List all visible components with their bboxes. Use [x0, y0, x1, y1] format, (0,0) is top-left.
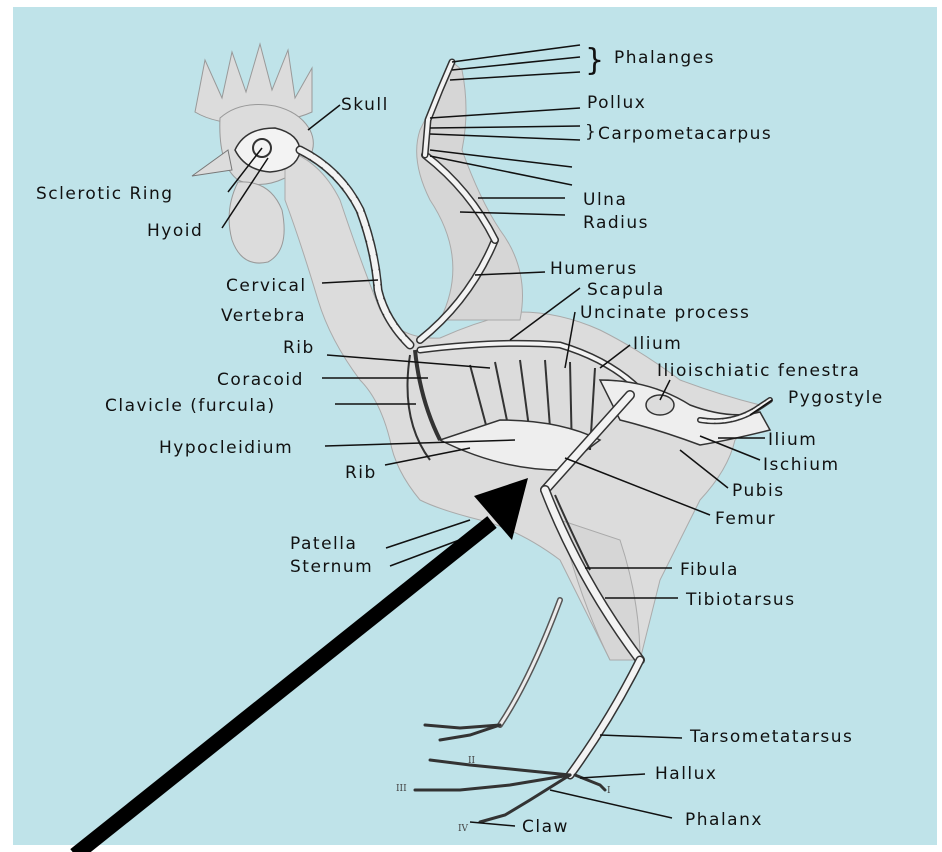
label-humerus: Humerus — [550, 259, 638, 279]
label-ilium-top: Ilium — [633, 334, 682, 354]
label-phalanges: Phalanges — [614, 48, 715, 68]
label-sternum: Sternum — [290, 557, 373, 577]
label-patella: Patella — [290, 534, 357, 554]
fenestra-hole — [646, 395, 674, 415]
label-hypocleidium: Hypocleidium — [159, 438, 293, 458]
label-tibiotarsus: Tibiotarsus — [686, 590, 796, 610]
label-tarsometatarsus: Tarsometatarsus — [690, 727, 853, 747]
label-clavicle: Clavicle (furcula) — [105, 396, 276, 416]
label-pygostyle: Pygostyle — [788, 388, 884, 408]
label-claw: Claw — [522, 817, 569, 837]
label-vertebra: Vertebra — [221, 306, 306, 326]
toe-numeral-iii: III — [396, 784, 407, 794]
label-ulna: Ulna — [583, 190, 627, 210]
beak-shape — [192, 150, 232, 176]
label-femur: Femur — [715, 509, 776, 529]
label-rib-bottom: Rib — [345, 463, 377, 483]
label-radius: Radius — [583, 213, 649, 233]
label-pubis: Pubis — [732, 481, 785, 501]
toe-numeral-i: I — [607, 786, 611, 796]
phalanges-brace: } — [585, 43, 604, 78]
label-carpometacarpus-brace: } — [585, 122, 597, 142]
label-coracoid: Coracoid — [217, 370, 304, 390]
label-uncinate-process: Uncinate process — [580, 303, 750, 323]
toe-numeral-iv: IV — [458, 824, 468, 834]
label-cervical: Cervical — [226, 276, 307, 296]
label-hyoid: Hyoid — [147, 221, 203, 241]
label-sclerotic-ring: Sclerotic Ring — [36, 184, 174, 204]
label-hallux: Hallux — [655, 764, 717, 784]
label-phalanx: Phalanx — [685, 810, 763, 830]
label-ilioischiatic-fenestra: Ilioischiatic fenestra — [657, 361, 860, 381]
label-fibula: Fibula — [680, 560, 739, 580]
label-scapula: Scapula — [587, 280, 665, 300]
toe-numeral-ii: II — [468, 756, 475, 766]
label-carpometacarpus: Carpometacarpus — [598, 124, 772, 144]
label-skull: Skull — [341, 95, 389, 115]
label-rib-top: Rib — [283, 338, 315, 358]
label-ischium: Ischium — [763, 455, 840, 475]
label-pollux: Pollux — [587, 93, 646, 113]
wattle-shape — [229, 182, 284, 263]
label-ilium-right: Ilium — [768, 430, 817, 450]
